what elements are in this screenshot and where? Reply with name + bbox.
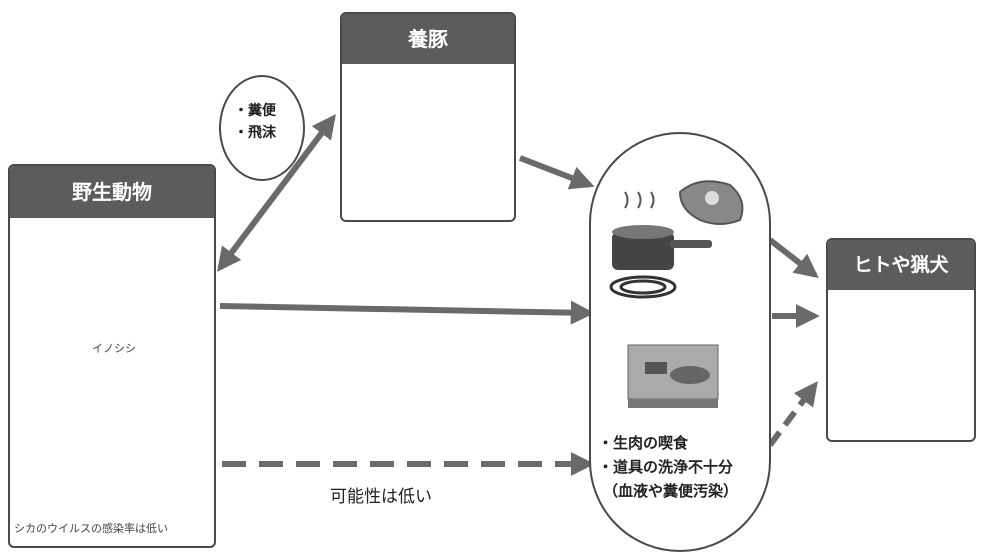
deer-caption: シカのウイルスの感染率は低い xyxy=(14,522,168,535)
humans-hunting-dogs-box: ヒトや猟犬 xyxy=(826,238,976,442)
wild-animals-title: 野生動物 xyxy=(10,166,214,218)
wild-animals-box: 野生動物 xyxy=(8,164,216,548)
dashed-edge-label: 可能性は低い xyxy=(330,487,432,507)
cooking-pot-icon xyxy=(609,191,712,299)
arrow-wild-to-infection xyxy=(219,300,595,325)
cause-contamination: （血液や糞便汚染） xyxy=(603,482,739,500)
meat-icon xyxy=(678,180,744,225)
cutting-board-icon xyxy=(627,344,719,408)
arrow-infection-to-human-bottom xyxy=(767,381,818,447)
transmission-droplets: ・飛沫 xyxy=(234,125,276,141)
domestic-pigs-box: 養豚 xyxy=(340,12,516,222)
domestic-pigs-title: 養豚 xyxy=(342,14,514,64)
transmission-feces: ・糞便 xyxy=(234,103,276,119)
boar-caption: イノシシ xyxy=(92,342,136,355)
transmission-oval xyxy=(219,75,305,181)
arrow-wild-to-pig xyxy=(217,114,336,272)
arrow-infection-to-human-top xyxy=(768,237,819,278)
humans-hunting-dogs-title: ヒトや猟犬 xyxy=(828,240,974,290)
cause-insufficient-washing: ・道具の洗浄不十分 xyxy=(598,458,734,476)
cause-raw-meat: ・生肉の喫食 xyxy=(598,434,689,452)
arrow-pig-to-infection xyxy=(518,155,595,190)
